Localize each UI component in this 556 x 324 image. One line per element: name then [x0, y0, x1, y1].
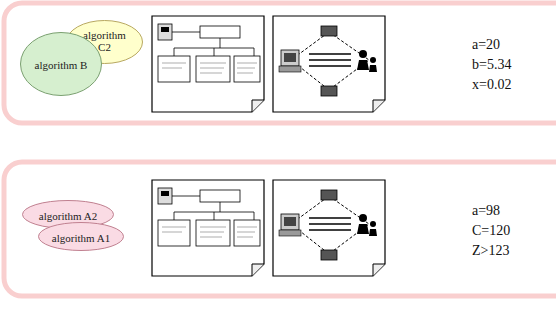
node-text: algorithm A1	[52, 232, 110, 244]
panel	[4, 3, 556, 123]
parameter-value: Z>123	[472, 242, 509, 260]
node-text: algorithm B	[35, 59, 88, 71]
document-icon	[273, 16, 385, 112]
document-icon	[273, 180, 385, 276]
parameter-value: a=20	[472, 36, 500, 54]
algorithm-ellipse: algorithm B	[20, 32, 102, 96]
parameter-value: x=0.02	[472, 76, 511, 94]
panel	[4, 162, 556, 296]
node-text: algorithm A2	[39, 210, 97, 222]
parameter-value: b=5.34	[472, 56, 511, 74]
parameter-value: a=98	[472, 202, 500, 220]
document-icon	[152, 180, 264, 276]
document-icon	[152, 16, 264, 112]
parameter-value: C=120	[472, 222, 510, 240]
algorithm-ellipse: algorithm A1	[38, 222, 124, 251]
